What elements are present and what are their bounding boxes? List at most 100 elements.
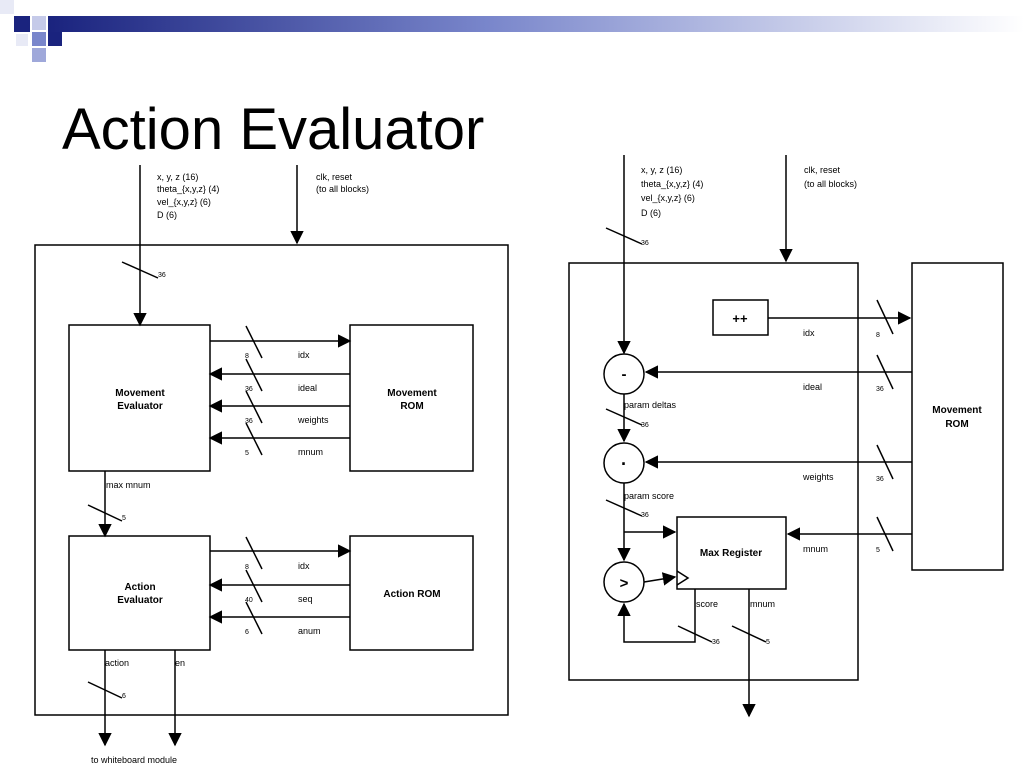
svg-text:D (6): D (6) (641, 208, 661, 218)
svg-text:(to all blocks): (to all blocks) (316, 184, 369, 194)
en-output-label: en (175, 658, 185, 668)
action-anum-width: 6 (245, 629, 249, 636)
left-outer-block (34, 244, 509, 716)
banner-square (32, 32, 46, 46)
left-weights-width: 36 (245, 418, 253, 425)
left-idx-slash (245, 325, 263, 359)
left-ideal-width: 36 (245, 386, 253, 393)
right-mnum-slash (876, 516, 894, 552)
right-idx-label: idx (803, 328, 815, 338)
score-width: 36 (712, 639, 720, 646)
action-idx-slash (245, 536, 263, 570)
param-deltas-slash (605, 408, 643, 426)
banner-square (16, 34, 28, 46)
right-clk-input-label: clk, reset (to all blocks) (804, 165, 857, 189)
right-ideal-label: ideal (803, 382, 822, 392)
banner-square (32, 16, 46, 30)
max-mnum-slash (87, 504, 123, 522)
left-mnum-slash (245, 422, 263, 456)
max-mnum-label: max mnum (106, 480, 151, 490)
movement-rom-label: Movement ROM (387, 388, 437, 412)
mnum-output-slash (731, 625, 767, 643)
max-register-label: Max Register (700, 548, 762, 559)
slide-title: Action Evaluator (62, 97, 485, 162)
svg-text:theta_{x,y,z} (4): theta_{x,y,z} (4) (157, 184, 219, 194)
svg-text:clk, reset: clk, reset (804, 165, 841, 175)
max-mnum-width: 5 (122, 515, 126, 522)
param-score-slash (605, 499, 643, 517)
compare-to-register-wire (643, 572, 677, 586)
right-input-width-label: 36 (641, 240, 649, 247)
param-deltas-width: 36 (641, 422, 649, 429)
banner-square (48, 32, 62, 46)
svg-text:x, y, z (16): x, y, z (16) (641, 165, 682, 175)
left-weights-label: weights (297, 415, 329, 425)
svg-text:Movement: Movement (387, 388, 437, 399)
left-ideal-label: ideal (298, 383, 317, 393)
svg-text:Action: Action (124, 582, 155, 593)
action-rom-label: Action ROM (383, 589, 440, 600)
action-evaluator-label: Action Evaluator (117, 582, 163, 606)
banner-gradient-bar (48, 16, 1024, 32)
svg-text:D (6): D (6) (157, 210, 177, 220)
banner-square (14, 16, 30, 32)
right-movement-rom-block (911, 262, 1004, 571)
left-ideal-slash (245, 358, 263, 392)
action-anum-slash (245, 601, 263, 635)
param-score-label: param score (624, 491, 674, 501)
left-weights-slash (245, 390, 263, 424)
action-evaluator-block (68, 535, 211, 651)
right-mnum-width: 5 (876, 547, 880, 554)
movement-rom-block (349, 324, 474, 472)
action-idx-label: idx (298, 561, 310, 571)
action-seq-label: seq (298, 594, 313, 604)
left-input-width-label: 36 (158, 272, 166, 279)
action-seq-slash (245, 569, 263, 603)
max-register-block (676, 516, 787, 590)
svg-text:Movement: Movement (115, 388, 165, 399)
left-input-width-slash (121, 261, 159, 279)
subtract-operator-label: - (622, 366, 627, 383)
svg-text:ROM: ROM (400, 401, 423, 412)
action-output-label: action (105, 658, 129, 668)
compare-operator-label: > (620, 575, 629, 592)
counter-label: ++ (732, 311, 748, 326)
banner-square (0, 0, 14, 14)
right-state-input-label: x, y, z (16) theta_{x,y,z} (4) vel_{x,y,… (641, 165, 703, 218)
score-feedback-wire (617, 589, 696, 643)
left-idx-label: idx (298, 350, 310, 360)
action-anum-label: anum (298, 626, 321, 636)
title-banner-decoration (0, 0, 1024, 62)
mnum-output-label: mnum (750, 599, 775, 609)
left-mnum-width: 5 (245, 450, 249, 457)
right-ideal-width: 36 (876, 386, 884, 393)
score-label: score (696, 599, 718, 609)
right-outer-block (568, 262, 859, 681)
action-rom-block (349, 535, 474, 651)
param-score-width: 36 (641, 512, 649, 519)
svg-text:vel_{x,y,z} (6): vel_{x,y,z} (6) (157, 197, 211, 207)
left-mnum-label: mnum (298, 447, 323, 457)
right-weights-label: weights (802, 472, 834, 482)
max-register-clock-triangle (676, 570, 690, 586)
action-idx-width: 8 (245, 564, 249, 571)
svg-text:ROM: ROM (945, 419, 968, 430)
left-state-input-label: x, y, z (16) theta_{x,y,z} (4) vel_{x,y,… (157, 172, 219, 220)
right-input-width-slash (605, 227, 643, 245)
right-idx-slash (876, 299, 894, 335)
right-ideal-slash (876, 354, 894, 390)
right-movement-rom-label: Movement ROM (932, 405, 982, 430)
action-output-slash (87, 681, 123, 699)
svg-text:(to all blocks): (to all blocks) (804, 179, 857, 189)
svg-text:Movement: Movement (932, 405, 982, 416)
svg-text:theta_{x,y,z} (4): theta_{x,y,z} (4) (641, 179, 703, 189)
dot-operator-label: · (621, 454, 627, 474)
svg-text:Evaluator: Evaluator (117, 401, 163, 412)
action-seq-width: 40 (245, 597, 253, 604)
banner-square (32, 48, 46, 62)
action-output-width: 6 (122, 693, 126, 700)
param-deltas-label: param deltas (624, 400, 677, 410)
svg-text:clk, reset: clk, reset (316, 172, 353, 182)
left-clk-input-label: clk, reset (to all blocks) (316, 172, 369, 194)
